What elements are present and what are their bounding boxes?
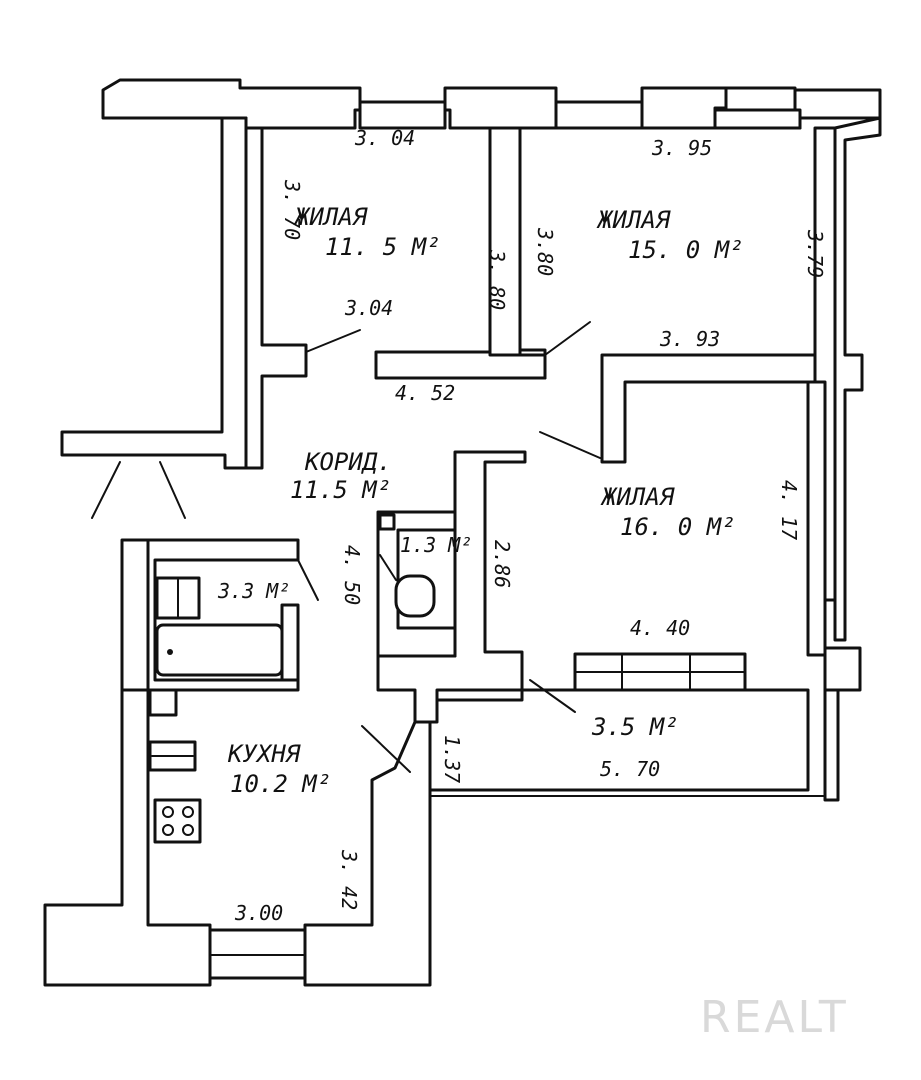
window-bedroom1 [358,100,447,130]
window-kitchen [208,928,307,980]
wc-labels: 1.3 М² [400,533,472,557]
bathroom-labels: 3.3 М² [217,579,290,603]
bedroom1-dim-bottom: 3.04 [344,296,393,320]
balcony-dim-bottom: 5. 70 [600,757,660,781]
window-bedroom2-b [713,86,802,130]
watermark: REALT [700,992,849,1043]
bedroom1-walls [244,126,522,470]
bedroom3-area: 16. 0 М² [620,513,736,541]
kitchen-area: 10.2 М² [230,770,331,798]
bathroom-walls [120,538,319,692]
bedroom2-label: ЖИЛАЯ [596,206,671,234]
bedroom3-labels: ЖИЛАЯ 16. 0 М² 4. 17 2.86 4. 40 [490,480,801,640]
bedroom1-labels: ЖИЛАЯ 11. 5 М² 3. 04 3. 70 3. 80 3.04 [280,126,509,320]
wc-walls [376,510,457,658]
central-walls [374,350,817,724]
bedroom3-dim-right: 4. 17 [777,480,801,540]
kitchen-label: КУХНЯ [227,740,301,768]
bedroom1-dim-right: 3. 80 [485,249,509,310]
bedroom3-label: ЖИЛАЯ [600,483,675,511]
balcony-dim-left: 1.37 [440,735,464,783]
window-bedroom3 [573,652,747,692]
bedroom1-area: 11. 5 М² [325,233,441,261]
bedroom2-dim-bottom: 3. 93 [659,327,720,351]
bedroom3-walls [806,380,862,692]
bedroom2-dim-top: 3. 95 [651,136,712,160]
balcony-labels: 3.5 М² 1.37 5. 70 [440,713,679,783]
left-exterior-wall [60,116,248,519]
bathroom-area: 3.3 М² [217,579,290,603]
corridor-area: 11.5 М² [290,476,391,504]
bedroom1-dim-top: 3. 04 [354,126,415,150]
corridor-dim: 4. 52 [395,381,455,405]
balcony-area: 3.5 М² [591,713,679,741]
bedroom2-dim-left: 3.80 [533,227,557,276]
bedroom2-area: 15. 0 М² [628,236,744,264]
kitchen-dim-right: 3. 42 [337,849,361,910]
corridor-dim-vertical: 4. 50 [340,545,364,605]
corridor-label: КОРИД. [304,448,392,476]
corridor-labels: 4. 52 КОРИД. 11.5 М² 4. 50 [290,381,455,605]
bedroom2-dim-right: 3.79 [803,229,827,278]
bedroom1-dim-left: 3. 70 [280,179,304,240]
bedroom3-dim-left: 2.86 [490,540,514,588]
wc-area: 1.3 М² [400,533,472,557]
bedroom1-label: ЖИЛАЯ [293,203,368,231]
bedroom2-labels: ЖИЛАЯ 15. 0 М² 3. 95 3.80 3.79 3. 93 [533,136,827,351]
kitchen-dim-bottom: 3.00 [234,901,283,925]
kitchen-labels: КУХНЯ 10.2 М² 3. 42 3.00 [227,740,361,925]
bedroom3-dim-bottom: 4. 40 [630,616,690,640]
window-bedroom2-a [554,100,644,130]
